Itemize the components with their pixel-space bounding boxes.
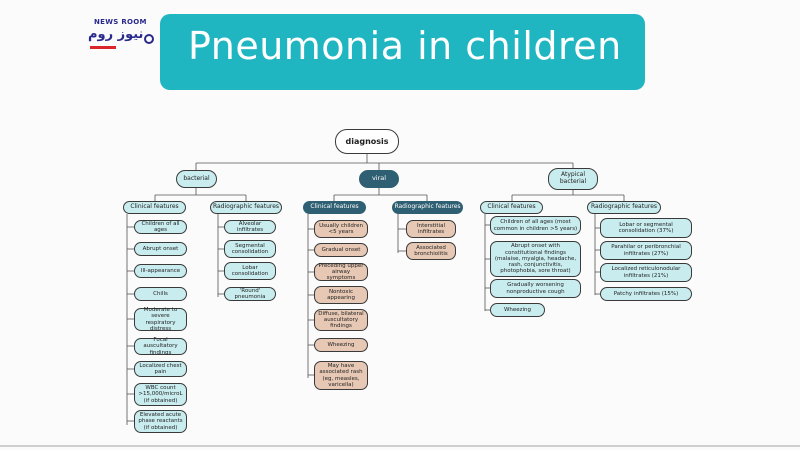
viral-radiographic-item: Associated bronchiolitis <box>406 242 456 260</box>
bacterial-radiographic-item: Alveolar infiltrates <box>224 220 276 234</box>
bottom-divider <box>0 445 800 447</box>
bacterial-clinical-item: Focal auscultatory findings <box>134 337 187 356</box>
bacterial-clinical-item: Elevated acute phase reactants (if obtai… <box>134 410 187 433</box>
bacterial-radiographic-item: Segmental consolidation <box>224 240 276 258</box>
viral-clinical-item: Nontoxic appearing <box>314 286 368 304</box>
logo-ring-icon <box>144 34 154 44</box>
bacterial-clinical-item: Ill-appearance <box>134 264 187 278</box>
viral-clinical-header: Clinical features <box>303 201 366 214</box>
bacterial-clinical-item: Abrupt onset <box>134 242 187 256</box>
bacterial-radiographic-item: 'Round' pneumonia <box>224 287 276 301</box>
viral-radiographic-item: Interstitial infiltrates <box>406 220 456 238</box>
viral-clinical-item: Diffuse, bilateral auscultatory findings <box>314 309 368 331</box>
viral-clinical-item: Gradual onset <box>314 243 368 257</box>
logo-top-text: NEWS ROOM <box>94 18 147 26</box>
page-title: Pneumonia in children <box>188 24 622 68</box>
viral-clinical-item: May have associated rash (eg, measles, v… <box>314 361 368 390</box>
title-banner <box>160 14 645 90</box>
viral-clinical-item: Preceding upper airway symptoms <box>314 263 368 281</box>
atypical-clinical-item: Children of all ages (most common in chi… <box>490 216 581 235</box>
atypical-radiographic-header: Radiographic features <box>587 201 661 214</box>
root-node-diagnosis: diagnosis <box>335 129 399 154</box>
bacterial-clinical-item: WBC count >15,000/microL (if obtained) <box>134 383 187 406</box>
atypical-clinical-item: Abrupt onset with constitutional finding… <box>490 241 581 277</box>
category-atypical-bacterial: Atypical bacterial <box>548 168 598 190</box>
bacterial-radiographic-header: Radiographic features <box>210 201 282 214</box>
atypical-radiographic-item: Localized reticulonodular infiltrates (2… <box>600 263 692 282</box>
category-bacterial: bacterial <box>176 170 217 188</box>
atypical-radiographic-item: Patchy infiltrates (15%) <box>600 287 692 301</box>
news-room-logo: NEWS ROOM نیوز روم <box>86 16 160 60</box>
bacterial-clinical-header: Clinical features <box>123 201 186 214</box>
viral-radiographic-header: Radiographic features <box>392 201 463 214</box>
viral-clinical-item: Wheezing <box>314 338 368 352</box>
atypical-clinical-header: Clinical features <box>480 201 543 214</box>
bacterial-clinical-item: Localized chest pain <box>134 361 187 377</box>
bacterial-clinical-item: Moderate to severe respiratory distress <box>134 307 187 332</box>
atypical-clinical-item: Wheezing <box>490 303 545 317</box>
category-viral: viral <box>359 170 399 188</box>
bacterial-clinical-item: Children of all ages <box>134 220 187 234</box>
bacterial-clinical-item: Chills <box>134 287 187 301</box>
viral-clinical-item: Usually children <5 years <box>314 220 368 238</box>
atypical-radiographic-item: Lobar or segmental consolidation (37%) <box>600 218 692 238</box>
bacterial-radiographic-item: Lobar consolidation <box>224 262 276 280</box>
atypical-clinical-item: Gradually worsening nonproductive cough <box>490 279 581 298</box>
atypical-radiographic-item: Parahilar or peribronchial infiltrates (… <box>600 241 692 260</box>
logo-accent-bar <box>90 46 116 49</box>
logo-main-text: نیوز روم <box>88 27 144 42</box>
